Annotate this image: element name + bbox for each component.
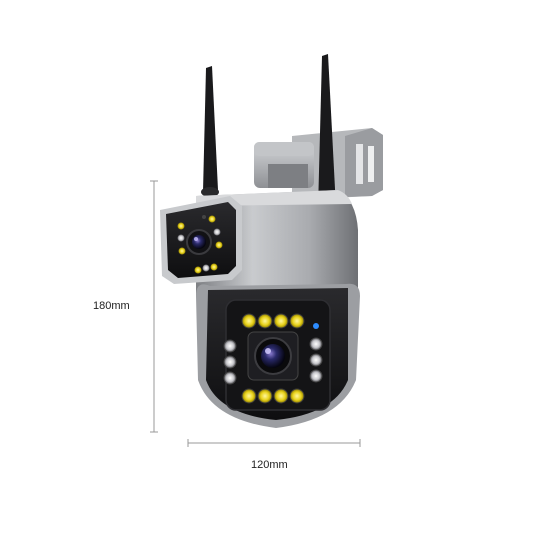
width-dimension-line: [187, 439, 361, 447]
white-led-column-right: [309, 337, 323, 383]
main-lens: [247, 331, 299, 381]
width-dimension-label: 120mm: [251, 459, 288, 471]
yellow-led-row-bottom: [241, 388, 305, 404]
yellow-led-row-top: [241, 313, 305, 329]
ptz-dome: [196, 283, 360, 428]
height-dimension-label: 180mm: [93, 300, 130, 312]
fixed-camera-module: [160, 196, 242, 284]
mount-arm: [254, 142, 314, 188]
antenna-left: [201, 66, 219, 197]
height-dimension-line: [150, 180, 158, 433]
white-led-column-left: [223, 339, 237, 385]
wall-bracket: [292, 128, 383, 200]
